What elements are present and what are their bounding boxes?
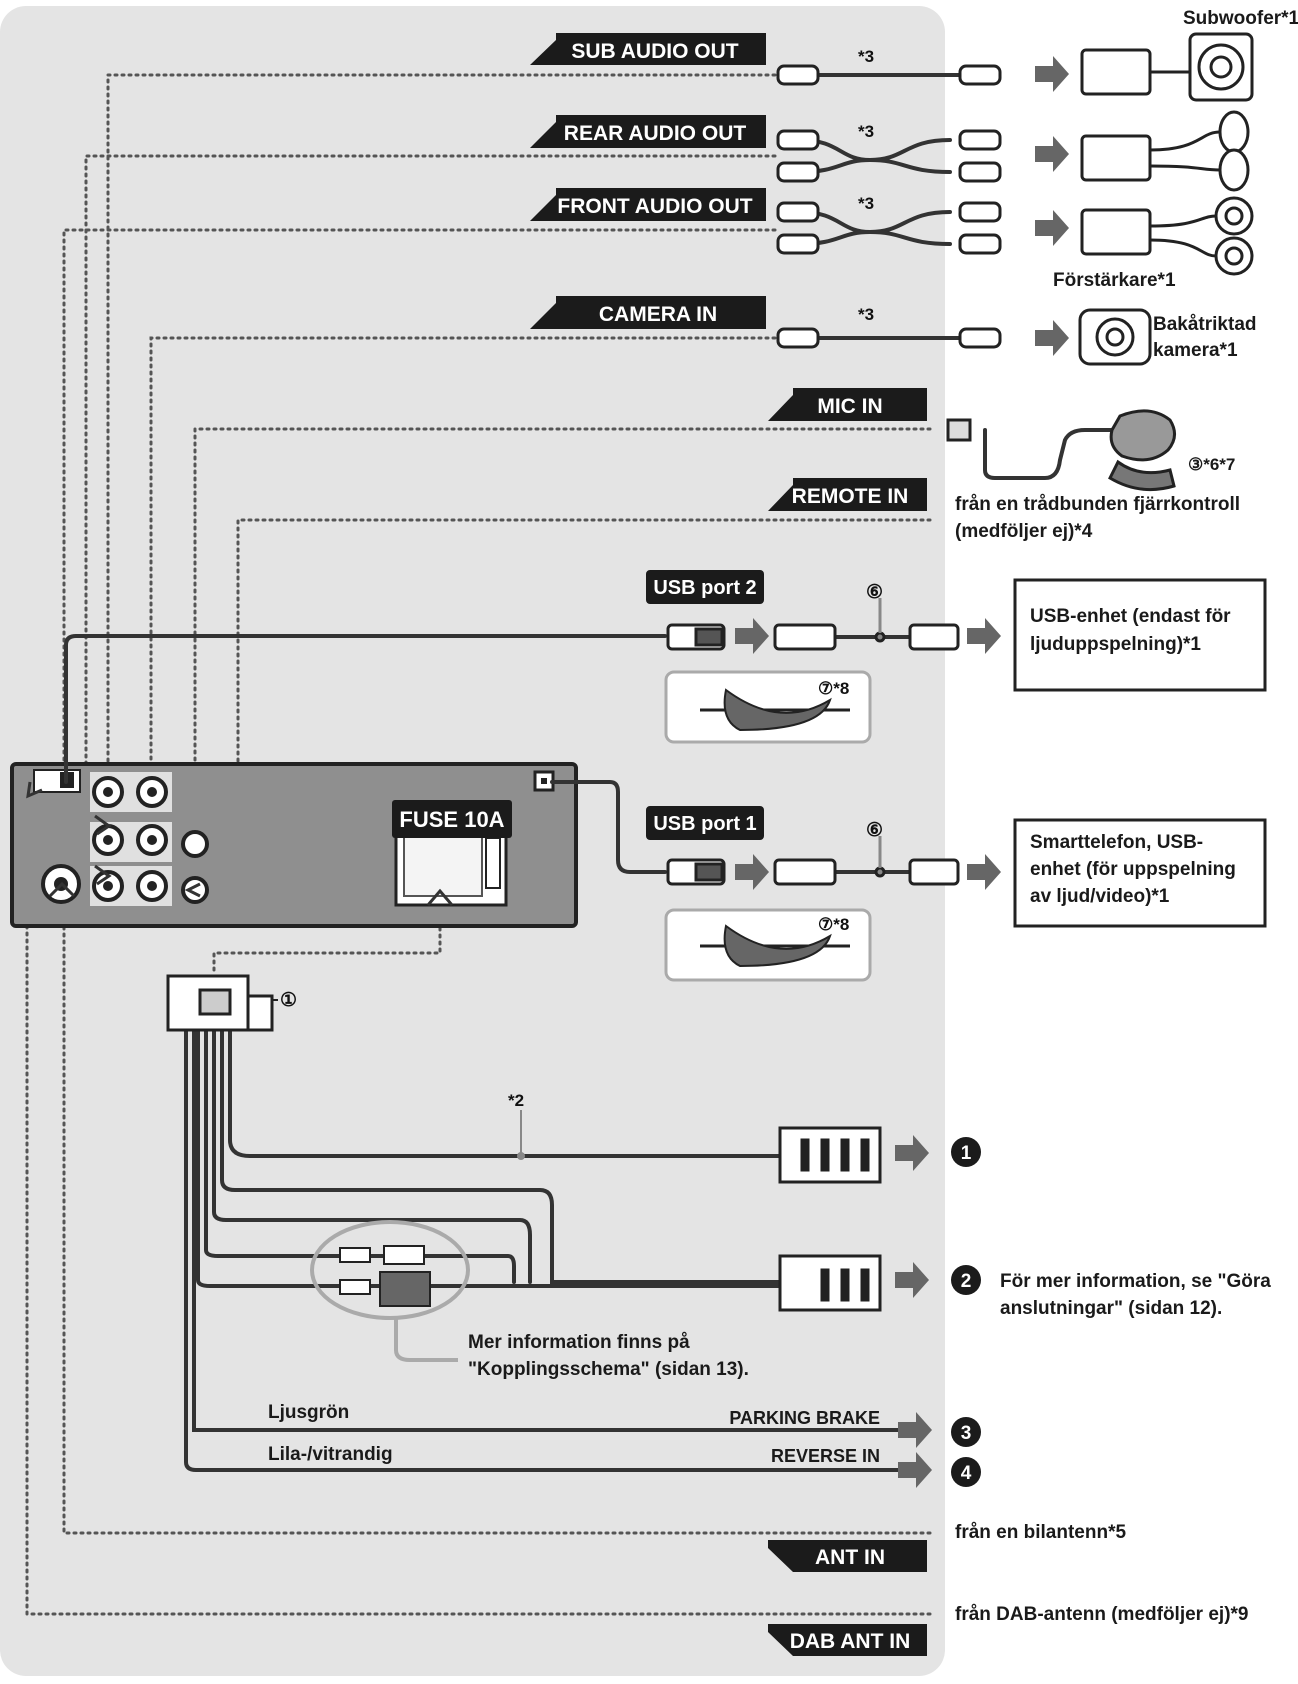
- note-ref6-usb1: ⑥: [866, 820, 883, 841]
- label-usb1-device-1: Smarttelefon, USB-: [1030, 832, 1203, 853]
- label-usb1-device-3: av ljud/video)*1: [1030, 886, 1170, 907]
- harness-plug-group: [310, 1220, 470, 1362]
- numbered-badges: [951, 1137, 981, 1487]
- block-arrows: [735, 56, 1069, 1488]
- note-item2-1: För mer information, se "Göra: [1000, 1271, 1271, 1292]
- tag-ant-in: ANT IN: [815, 1546, 885, 1569]
- note-kopplingsschema-1: Mer information finns på: [468, 1332, 690, 1353]
- label-rear-camera-1: Bakåtriktad: [1153, 314, 1257, 335]
- tag-usb-port-2: USB port 2: [653, 577, 756, 599]
- note-star3-front: *3: [858, 194, 874, 213]
- device-amplifier-rear: [1080, 110, 1250, 192]
- note-cable-tie-usb2: ⑦*8: [818, 679, 849, 698]
- tag-dab-ant-in: DAB ANT IN: [790, 1630, 911, 1653]
- label-remote-1: från en trådbunden fjärrkontroll: [955, 494, 1240, 515]
- tag-sub-audio-out: SUB AUDIO OUT: [571, 40, 738, 63]
- star2-dot: [517, 1152, 525, 1160]
- device-amplifier-front: [1080, 196, 1254, 276]
- tag-remote-in: REMOTE IN: [792, 485, 909, 508]
- note-kopplingsschema-2: "Kopplingsschema" (sidan 13).: [468, 1359, 749, 1380]
- badge-1: 1: [961, 1143, 972, 1164]
- label-subwoofer: Subwoofer*1: [1183, 8, 1298, 29]
- label-usb2-device-2: ljuduppspelning)*1: [1030, 634, 1201, 655]
- note-ref6-usb2: ⑥: [866, 582, 883, 603]
- usb1-device-box: [1013, 818, 1267, 928]
- device-rear-camera: [1078, 308, 1152, 366]
- label-rear-camera-2: kamera*1: [1153, 340, 1238, 361]
- usb2-device-box: [1013, 578, 1267, 692]
- wire-label-parking-brake: PARKING BRAKE: [729, 1408, 880, 1428]
- dotted-arrowheads: [26, 781, 454, 906]
- rca-plugs: [776, 64, 1002, 349]
- tag-usb-port-1: USB port 1: [653, 813, 756, 835]
- note-star3-camera: *3: [858, 305, 874, 324]
- device-subwoofer: [1080, 32, 1254, 102]
- wire-label-ljusgron: Ljusgrön: [268, 1402, 349, 1423]
- wire-label-lila: Lila-/vitrandig: [268, 1444, 393, 1465]
- tag-rear-audio-out: REAR AUDIO OUT: [564, 122, 747, 145]
- tag-front-audio-out: FRONT AUDIO OUT: [557, 195, 752, 218]
- tag-camera-in: CAMERA IN: [599, 303, 717, 326]
- cable-tie-usb1: [664, 908, 872, 982]
- tag-fuse: FUSE 10A: [399, 807, 504, 832]
- tag-mic-in: MIC IN: [817, 395, 882, 418]
- label-usb2-device-1: USB-enhet (endast för: [1030, 606, 1231, 627]
- label-remote-2: (medföljer ej)*4: [955, 521, 1093, 542]
- label-mic-ref: ③*6*7: [1188, 455, 1235, 474]
- note-item2-2: anslutningar" (sidan 12).: [1000, 1298, 1222, 1319]
- wire-label-reverse-in: REVERSE IN: [771, 1446, 880, 1466]
- label-usb1-device-2: enhet (för uppspelning: [1030, 859, 1236, 880]
- harness-connector: [166, 974, 278, 1032]
- badge-4: 4: [961, 1463, 972, 1484]
- note-ref1: ①: [280, 990, 297, 1011]
- note-star3-sub: *3: [858, 47, 874, 66]
- usb-plugs: [666, 598, 960, 886]
- note-star2: *2: [508, 1091, 524, 1110]
- note-cable-tie-usb1: ⑦*8: [818, 915, 849, 934]
- note-star3-rear: *3: [858, 122, 874, 141]
- head-unit: [10, 762, 578, 928]
- speaker-connector-2: [778, 1254, 882, 1312]
- speaker-connector-1: [778, 1126, 882, 1184]
- connector-tags: [392, 33, 927, 1656]
- label-amplifier: Förstärkare*1: [1053, 270, 1176, 291]
- label-dab-note: från DAB-antenn (medföljer ej)*9: [955, 1604, 1248, 1625]
- badge-2: 2: [961, 1271, 972, 1292]
- badge-3: 3: [961, 1423, 972, 1444]
- label-ant-note: från en bilantenn*5: [955, 1522, 1126, 1543]
- cable-tie-usb2: [664, 670, 872, 744]
- device-microphone: [946, 409, 1176, 492]
